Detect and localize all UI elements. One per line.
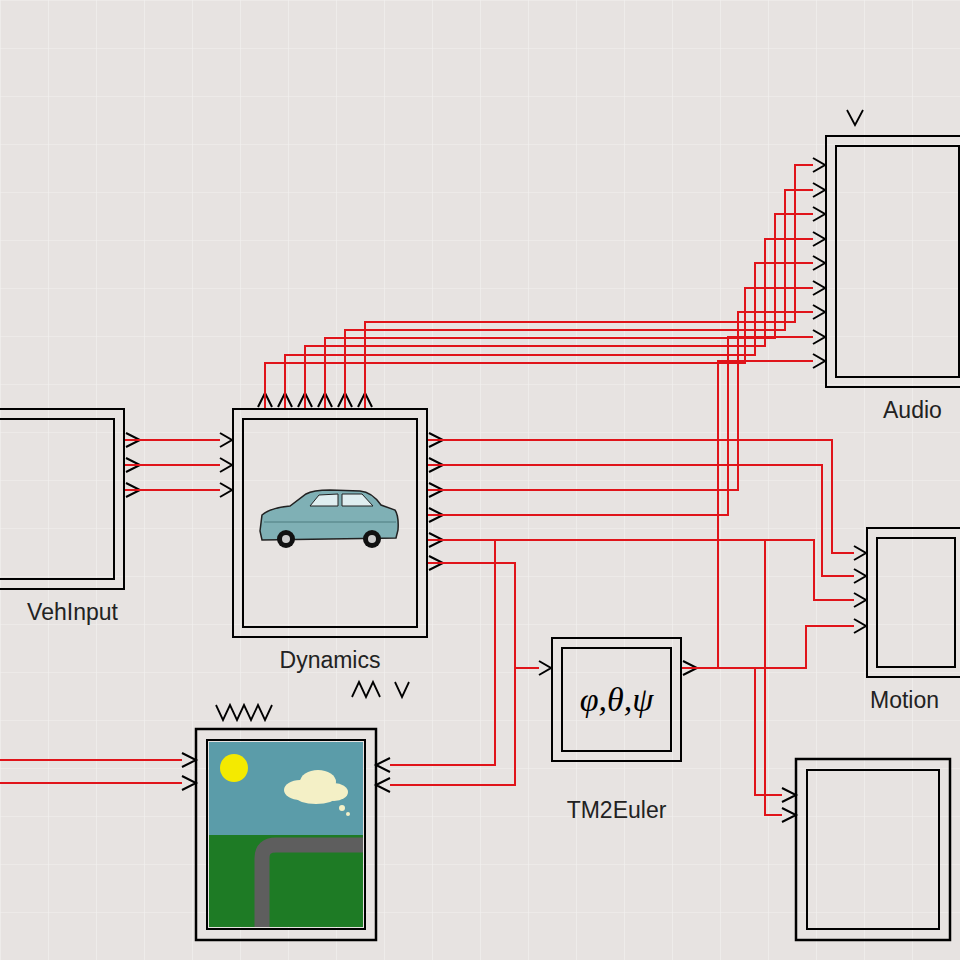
signal-connector — [682, 361, 813, 668]
signal-connector — [428, 440, 854, 553]
signal-connector — [305, 239, 813, 408]
block-frame: φ,θ,ψ — [551, 637, 682, 762]
scene-ground — [209, 835, 363, 927]
scene-cloud — [339, 805, 345, 811]
block-label: Motion — [856, 688, 956, 713]
signal-connector — [682, 626, 854, 668]
scene-cloud — [284, 770, 350, 816]
enable-port-symbol — [395, 682, 409, 697]
signal-connector — [365, 165, 813, 408]
scene-cloud — [346, 812, 350, 816]
signal-connector — [125, 464, 220, 466]
enable-port-symbol — [216, 705, 272, 720]
process-block: Audio — [825, 135, 960, 423]
enable-port-symbol — [847, 110, 863, 125]
port-chevron — [782, 808, 796, 822]
block-frame — [0, 408, 125, 590]
process-block: Motion — [866, 527, 960, 713]
block-label: VehInput — [4, 600, 141, 625]
block-frame — [232, 408, 428, 638]
signal-wire — [755, 668, 782, 795]
block-frame-inner — [242, 418, 418, 628]
process-block: Dynamics — [232, 408, 428, 673]
port-chevron — [376, 778, 390, 792]
output-box-frame-inner — [807, 770, 939, 929]
block-label: TM2Euler — [551, 798, 682, 823]
enable-port-symbol — [216, 110, 863, 720]
port-chevron — [126, 393, 796, 822]
scene-road — [262, 845, 363, 927]
trigger-port-symbol — [352, 682, 380, 697]
port-chevron — [376, 758, 390, 772]
car-wheel — [282, 535, 290, 543]
signal-wire — [0, 759, 182, 761]
scene-sun — [220, 754, 248, 782]
signal-connector — [285, 263, 813, 408]
signal-connector — [428, 465, 854, 576]
scene-cloud — [296, 790, 336, 804]
port-chevron — [782, 788, 796, 802]
car-wheel — [368, 535, 376, 543]
block-symbol: φ,θ,ψ — [553, 681, 680, 718]
car-wheel — [363, 530, 381, 548]
process-block: φ,θ,ψTM2Euler — [551, 637, 682, 823]
signal-connector — [125, 439, 220, 441]
port-chevron — [182, 776, 196, 790]
block-frame — [866, 527, 960, 678]
scene-frame — [196, 729, 376, 940]
signal-connector — [428, 337, 813, 515]
car-wheel — [277, 530, 295, 548]
car-window — [342, 494, 373, 506]
signal-wire — [765, 540, 782, 815]
output-box — [796, 759, 950, 940]
signal-connector — [428, 540, 854, 600]
block-frame-inner — [876, 537, 956, 668]
block-frame — [825, 135, 960, 388]
signal-wire — [0, 540, 782, 815]
signal-wire — [0, 782, 182, 784]
scene-illustration — [196, 729, 376, 940]
process-block: VehInput — [0, 408, 125, 625]
block-label: Dynamics — [232, 648, 428, 673]
signal-connector — [345, 190, 813, 408]
scene-frame-inner — [207, 740, 365, 929]
signal-connector — [428, 563, 539, 668]
car-icon — [260, 490, 398, 548]
car-trim — [264, 522, 396, 523]
port-chevron — [182, 753, 196, 767]
signal-wire — [390, 668, 515, 785]
scene-sky — [209, 742, 363, 835]
block-frame-inner — [0, 418, 115, 580]
output-box-frame — [796, 759, 950, 940]
car-window — [310, 494, 338, 506]
signal-connector — [265, 288, 813, 408]
block-label: Audio — [811, 398, 956, 423]
signal-wire — [390, 540, 495, 765]
signal-connector — [428, 312, 813, 490]
signal-connector — [125, 489, 220, 491]
block-frame-inner — [835, 145, 960, 378]
